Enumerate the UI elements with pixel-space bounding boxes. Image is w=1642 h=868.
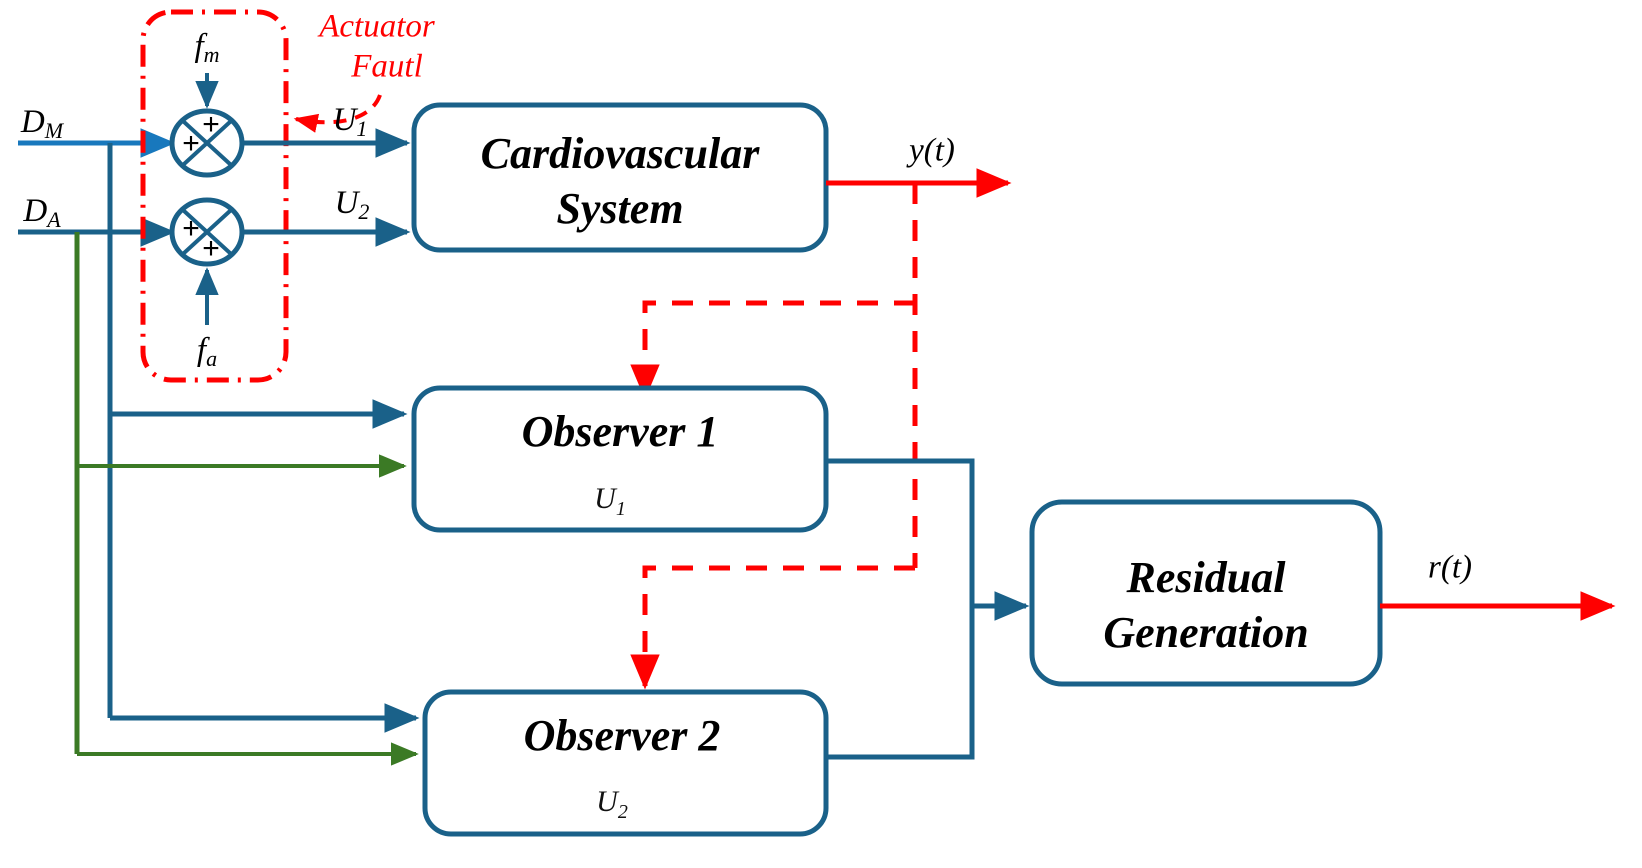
label-da: DA — [22, 193, 61, 232]
residual-label-line2: Generation — [1103, 608, 1308, 657]
residual-label-line1: Residual — [1126, 553, 1287, 602]
sum1-sign-top: + — [202, 108, 220, 141]
sum-junction-2: + + — [169, 197, 245, 267]
label-fa: fa — [197, 332, 217, 371]
label-dm: DM — [20, 104, 65, 143]
label-r-of-t: r(t) — [1428, 550, 1472, 586]
observer1-sublabel: U1 — [594, 482, 626, 520]
observer2-sublabel: U2 — [596, 785, 628, 823]
sum-junction-1: + + — [169, 108, 245, 178]
label-u1: U1 — [333, 102, 368, 141]
signal-y-feedback-dashed — [630, 183, 918, 690]
label-actuator-fault-line2: Fautl — [350, 49, 423, 85]
block-residual-generation[interactable]: Residual Generation — [1029, 499, 1383, 687]
label-y-of-t: y(t) — [906, 133, 955, 169]
actuator-fault-callout-arrow — [293, 94, 382, 133]
observer2-label: Observer 2 — [524, 711, 721, 760]
block-observer-2[interactable]: Observer 2 U2 — [422, 689, 829, 837]
cardiovascular-label-line1: Cardiovascular — [481, 129, 761, 178]
observer1-label: Observer 1 — [522, 407, 719, 456]
sum1-sign-left: + — [182, 127, 200, 160]
sum2-sign-left: + — [182, 212, 200, 245]
block-cardiovascular-system[interactable]: Cardiovascular System — [411, 102, 829, 253]
signal-observers-to-residual — [826, 458, 1030, 760]
actuator-fault-enclosure — [140, 9, 289, 383]
label-actuator-fault-line1: Actuator — [317, 9, 435, 45]
cardiovascular-label-line2: System — [556, 184, 683, 233]
label-fm: fm — [194, 28, 219, 67]
sum2-sign-bottom: + — [202, 232, 220, 265]
label-u2: U2 — [335, 185, 370, 224]
block-observer-1[interactable]: Observer 1 U1 — [411, 385, 829, 533]
